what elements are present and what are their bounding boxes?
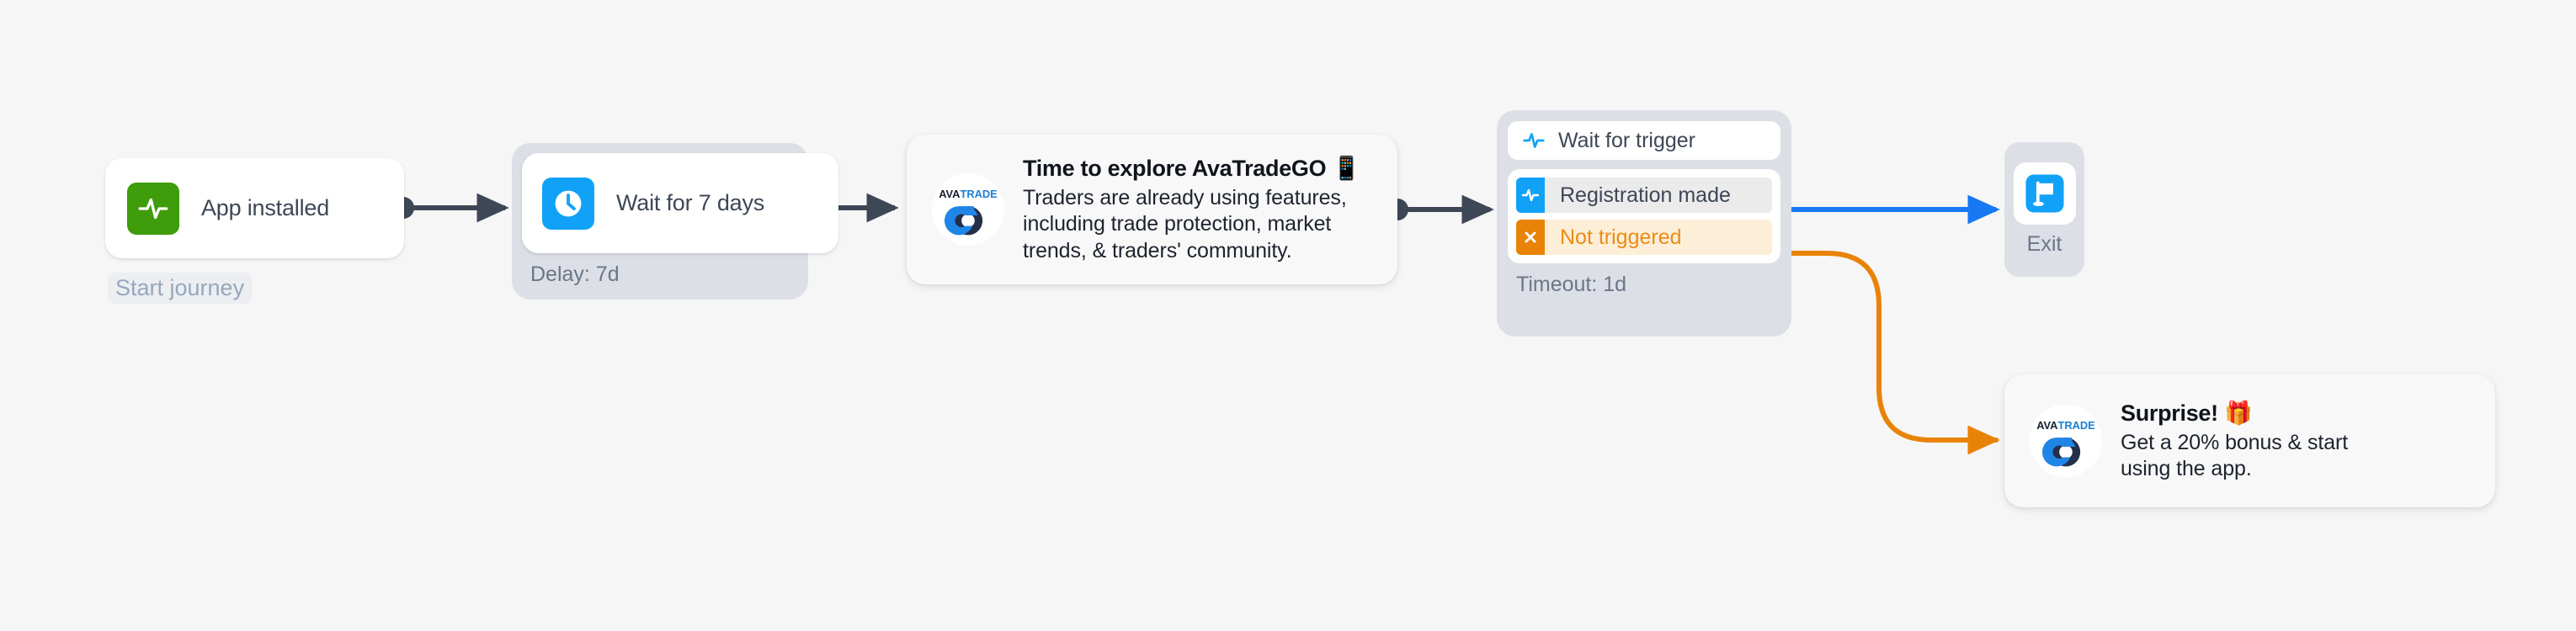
push-line: trends, & traders' community. — [1023, 238, 1292, 262]
svg-text:AVATRADE: AVATRADE — [939, 188, 998, 200]
avatradego-logo: AVATRADE — [2030, 405, 2102, 477]
node-delay-group[interactable]: Wait for 7 days Delay: 7d — [512, 143, 838, 300]
connector-start-to-delay — [392, 193, 509, 223]
exit-icon-frame — [2013, 162, 2076, 225]
pulse-icon — [1521, 128, 1546, 153]
push-line: using the app. — [2121, 457, 2252, 480]
push-title: Surprise! 🎁 — [2121, 400, 2348, 427]
branch-registration-made[interactable]: Registration made — [1516, 178, 1772, 213]
node-wait-7-days[interactable]: Wait for 7 days — [522, 153, 838, 253]
x-icon — [1516, 220, 1545, 255]
push-line: Traders are already using features, — [1023, 185, 1347, 209]
push-line: including trade protection, market — [1023, 212, 1332, 236]
wait-trigger-branches: Registration made Not triggered — [1508, 169, 1780, 263]
connector-registration-to-exit — [1763, 194, 2000, 225]
node-app-installed[interactable]: App installed — [105, 158, 404, 258]
push-body: Time to explore AvaTradeGO 📱 Traders are… — [1023, 155, 1360, 265]
pulse-icon — [1516, 178, 1545, 213]
flag-icon — [2023, 172, 2067, 215]
pulse-icon — [127, 182, 179, 235]
push-text: Traders are already using features, incl… — [1023, 185, 1360, 265]
mobile-phone-icon: 📱 — [1332, 155, 1361, 182]
timeout-meta: Timeout: 1d — [1516, 273, 1627, 296]
connector-push-to-wait — [1386, 194, 1494, 225]
push-body: Surprise! 🎁 Get a 20% bonus & start usin… — [2121, 400, 2348, 483]
push-line: Get a 20% bonus & start — [2121, 430, 2349, 454]
avatradego-logo: AVATRADE — [932, 173, 1004, 246]
branch-label: Not triggered — [1560, 225, 1682, 249]
wait-trigger-header[interactable]: Wait for trigger — [1508, 121, 1780, 160]
gift-icon: 🎁 — [2224, 400, 2253, 427]
start-journey-caption: Start journey — [108, 273, 253, 304]
exit-label: Exit — [2026, 232, 2062, 256]
clock-icon — [542, 177, 594, 230]
push-title-text: Time to explore AvaTradeGO — [1023, 155, 1327, 181]
branch-not-triggered[interactable]: Not triggered — [1516, 220, 1772, 255]
node-label: App installed — [201, 195, 330, 220]
svg-text:AVATRADE: AVATRADE — [2036, 419, 2095, 432]
node-exit[interactable]: Exit — [2004, 142, 2084, 277]
push-title-text: Surprise! — [2121, 400, 2218, 426]
wait-trigger-label: Wait for trigger — [1558, 128, 1696, 152]
delay-meta: Delay: 7d — [530, 262, 620, 286]
node-label: Wait for 7 days — [616, 190, 765, 215]
node-wait-trigger-group[interactable]: Wait for trigger Registration made Not t… — [1497, 110, 1791, 337]
push-card-surprise[interactable]: AVATRADE Surprise! 🎁 Get a 20% bonus & s… — [2004, 374, 2495, 507]
push-text: Get a 20% bonus & start using the app. — [2121, 430, 2348, 483]
push-title: Time to explore AvaTradeGO 📱 — [1023, 155, 1360, 182]
push-card-explore[interactable]: AVATRADE Time to explore AvaTradeGO 📱 Tr… — [907, 135, 1397, 284]
branch-label: Registration made — [1560, 183, 1731, 207]
connector-not-triggered-to-surprise — [1764, 241, 2000, 455]
